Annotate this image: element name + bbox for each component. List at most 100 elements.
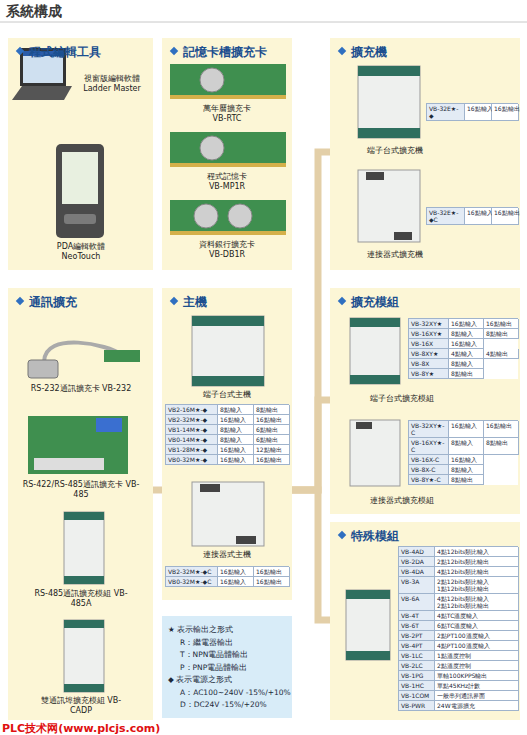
product-item: VB2-32M★-◆C16點輸入16點輸出VB0-32M★-◆C16點輸入16點… — [164, 478, 290, 598]
note-line: P：PNP電晶體輸出 — [168, 662, 286, 675]
product-caption: 連接器式主機 — [177, 550, 277, 560]
section-heading: 擴充模組 — [338, 294, 399, 311]
table-cell: VB-32XY★ — [409, 319, 449, 329]
section-panel: VB2-16M★-◆8點輸入8點輸出VB2-32M★-◆16點輸入16點輸出VB… — [162, 288, 292, 600]
terminal-strip — [64, 512, 104, 520]
watermark: PLC技术网(www.plcjs.com) — [2, 721, 160, 735]
plc-module — [346, 590, 390, 660]
section-heading: 主機 — [170, 294, 207, 311]
table-cell: 16點輸入 — [449, 339, 484, 349]
table-cell: VB-16XY★ — [409, 329, 449, 339]
table-cell: VB-16XY★-C — [409, 438, 449, 455]
section-heading: 擴充機 — [338, 44, 387, 61]
plc-module — [64, 512, 104, 584]
card-edge-contacts — [170, 163, 286, 167]
bus-connector — [292, 400, 330, 490]
table-cell: 單軸100KPPS輸出 — [435, 671, 519, 681]
product-caption: RS-485通訊擴充模組 VB-485A — [32, 589, 130, 609]
terminal-strip — [350, 318, 400, 327]
product-item: 資料銀行擴充卡 VB-DB1R — [164, 196, 290, 262]
table-cell: VB-4PT — [399, 641, 435, 651]
product-item: VB-32E★-◆C16點輸入16點輸出連接器式擴充機 — [332, 166, 518, 264]
product-caption: 程式記憶卡 VB-MP1R — [199, 172, 255, 192]
model-table: VB-32E★-◆C16點輸入16點輸出 — [426, 207, 518, 225]
table-cell: 8點輸入 — [218, 435, 254, 445]
terminal-block — [34, 458, 104, 470]
section-heading: 記憶卡槽擴充卡 — [170, 44, 267, 61]
table-cell: VB-32E★-◆C — [427, 208, 465, 225]
product-item: VB2-16M★-◆8點輸入8點輸出VB2-32M★-◆16點輸入16點輸出VB… — [164, 310, 290, 476]
table-cell: 16點輸入 — [218, 445, 254, 455]
table-cell: VB-16X-C — [409, 455, 449, 465]
table-cell: 4點TC溫度輸入 — [435, 611, 519, 621]
model-table: VB2-16M★-◆8點輸入8點輸出VB2-32M★-◆16點輸入16點輸出VB… — [165, 404, 289, 465]
note-line: ★ 表示輸出之形式 — [168, 624, 286, 637]
table-cell: 8點輸出 — [484, 438, 519, 455]
laptop-screen-frame — [20, 48, 66, 86]
plc-unit — [192, 316, 264, 386]
note-line: T：NPN電晶體輸出 — [168, 649, 286, 662]
connector-socket — [356, 422, 372, 429]
table-cell: VB-3A — [399, 577, 435, 594]
table-cell: VB-4T — [399, 611, 435, 621]
product-caption: RS-422/RS-485通訊擴充卡 VB-485 — [16, 480, 146, 500]
pcb-card — [170, 64, 286, 98]
terminal-strip — [192, 376, 264, 386]
section-panel: VB-32E★-◆16點輸入16點輸出端子台式擴充機VB-32E★-◆C16點輸… — [330, 38, 520, 270]
table-cell: 4點PT100溫度輸入 — [435, 641, 519, 651]
note-box: ★ 表示輸出之形式R：繼電器輸出T：NPN電晶體輸出P：PNP電晶體輸出◆ 表示… — [162, 616, 292, 718]
product-item: 雙通訊埠擴充模組 VB-CADP — [12, 612, 150, 718]
table-cell: 8點輸出 — [449, 369, 484, 379]
pcb-card — [170, 132, 286, 166]
table-cell: 16點輸出 — [254, 577, 290, 587]
product-caption: 視窗版編輯軟體 Ladder Master — [76, 74, 148, 94]
connector-socket — [200, 484, 220, 492]
product-caption: 端子台式擴充機 — [340, 146, 450, 156]
model-table: VB-4AD4點12bits類比輸入VB-2DA2點12bits類比輸出VB-4… — [398, 546, 518, 711]
plc-module — [350, 420, 400, 486]
header-rule — [0, 22, 527, 23]
terminal-strip — [358, 128, 420, 138]
laptop-base — [12, 86, 72, 100]
plc-unit — [358, 170, 420, 242]
table-cell: VB-4AD — [399, 547, 435, 557]
table-cell: VB0-32M★-◆C — [166, 577, 218, 587]
table-cell: 6點TC溫度輸入 — [435, 621, 519, 631]
table-cell: 24W電源擴充 — [435, 701, 519, 711]
model-table: VB2-32M★-◆C16點輸入16點輸出VB0-32M★-◆C16點輸入16點… — [165, 566, 289, 587]
table-cell: VB-1LC — [399, 651, 435, 661]
model-table: VB-32XY★16點輸入16點輸出VB-16XY★8點輸入8點輸出VB-16X… — [408, 318, 518, 379]
table-cell: 8點輸入 — [449, 329, 484, 339]
table-cell: VB-8Y★ — [409, 369, 449, 379]
product-item: RS-485通訊擴充模組 VB-485A — [12, 505, 150, 609]
table-cell: 16點輸入 — [449, 319, 484, 329]
table-cell: 1點溫度控制 — [435, 651, 519, 661]
table-cell: VB-1HC — [399, 681, 435, 691]
plc-module — [350, 318, 400, 384]
product-item: VB-32XY★16點輸入16點輸出VB-16XY★8點輸入8點輸出VB-16X… — [332, 310, 518, 408]
note-line: ◆ 表示電源之形式 — [168, 674, 286, 687]
pda-buttons — [64, 214, 96, 224]
connector-socket — [394, 232, 412, 240]
table-cell: 16點輸出 — [492, 104, 519, 121]
table-cell: 16點輸出 — [254, 455, 290, 465]
table-cell: 16點輸入 — [218, 567, 254, 577]
table-cell: VB-1PG — [399, 671, 435, 681]
table-cell: VB-2DA — [399, 557, 435, 567]
table-cell: 4點12bits類比輸出 — [435, 567, 519, 577]
section-heading: 特殊模組 — [338, 528, 399, 545]
table-cell: 2點溫度控制 — [435, 661, 519, 671]
table-cell: 16點輸入 — [449, 421, 484, 438]
table-cell: 16點輸入 — [449, 455, 484, 465]
product-caption: RS-232通訊擴充卡 VB-232 — [20, 384, 142, 394]
table-cell: VB-2PT — [399, 631, 435, 641]
terminal-strip — [346, 590, 390, 599]
table-cell: 16點輸入 — [218, 577, 254, 587]
terminal-strip — [64, 620, 104, 628]
section-heading: 通訊擴充 — [16, 294, 77, 311]
product-item: VB-32E★-◆16點輸入16點輸出端子台式擴充機 — [332, 62, 518, 160]
table-cell: VB-8X — [409, 359, 449, 369]
note-line: A：AC100~240V -15%/+10% — [168, 687, 286, 700]
product-item: RS-422/RS-485通訊擴充卡 VB-485 — [12, 408, 150, 500]
product-caption: 端子台式擴充模組 — [342, 394, 462, 404]
